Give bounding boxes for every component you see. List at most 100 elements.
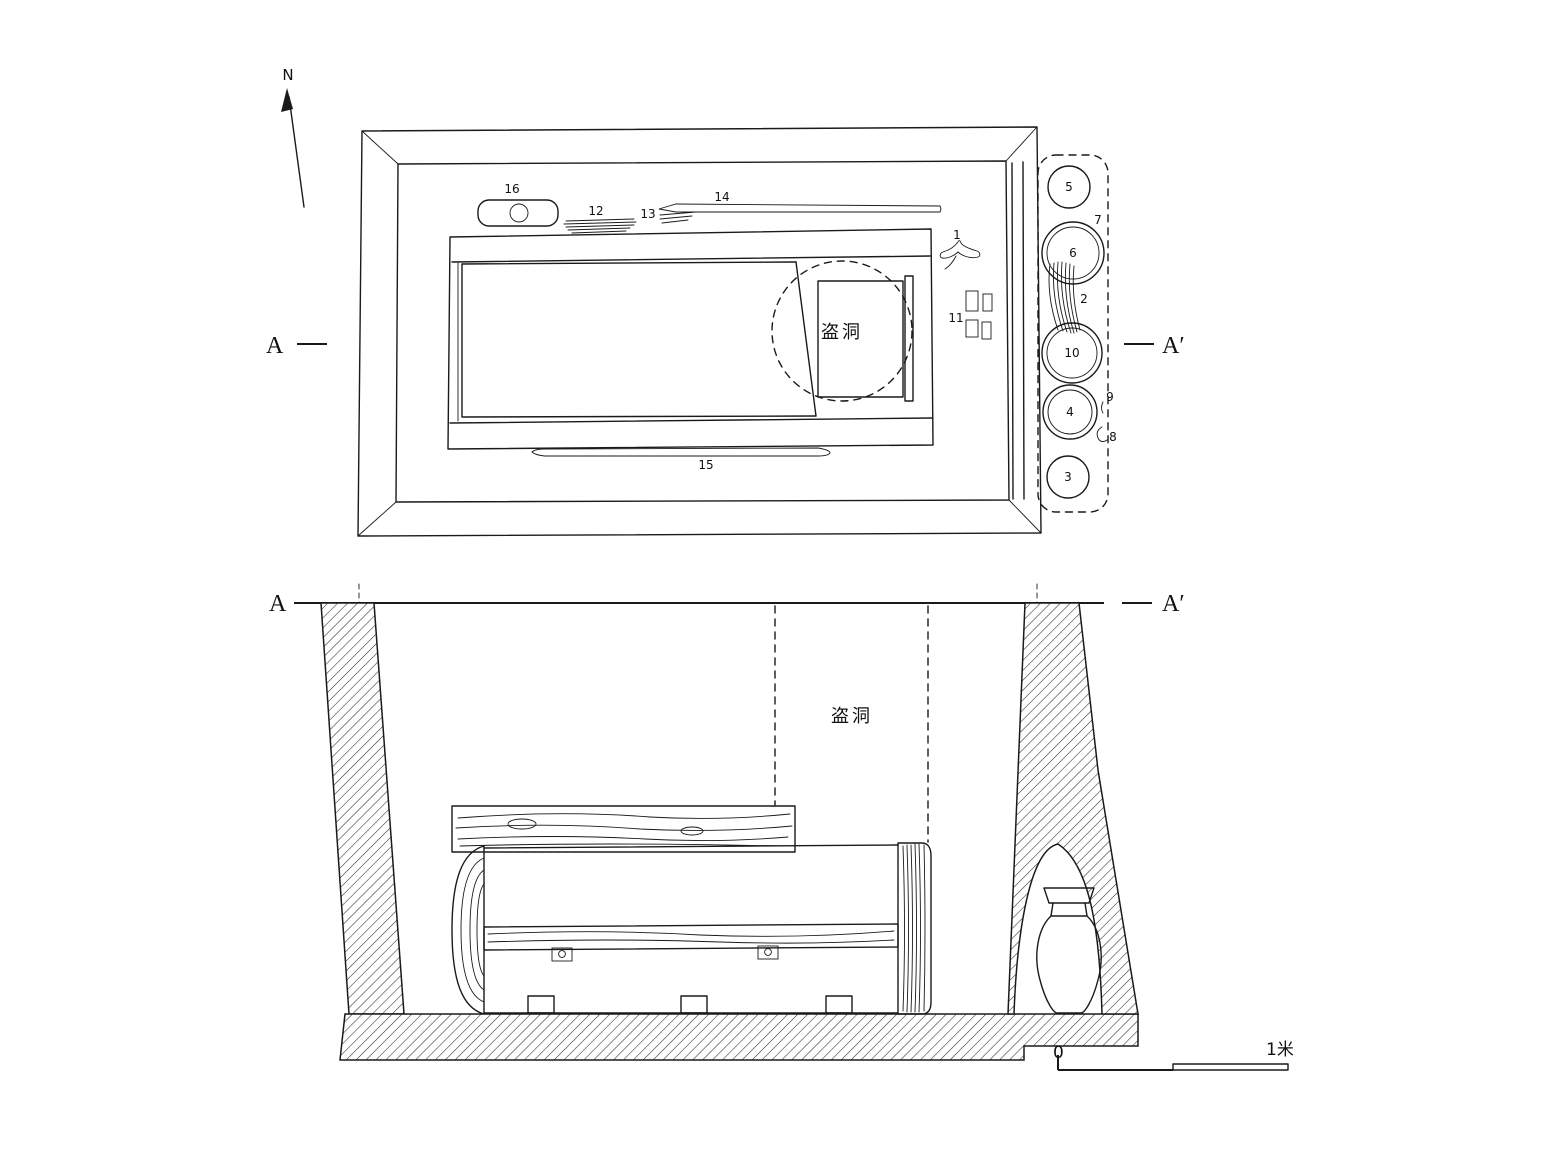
scale-zero-label: 0 [1053, 1043, 1064, 1063]
artifact-8-label: 8 [1109, 430, 1117, 444]
vessel-3-label: 3 [1064, 470, 1072, 484]
chamber-top-plank [451, 255, 931, 263]
scale-segment-right [1172, 1063, 1289, 1071]
chamber-bottom-plank [449, 417, 933, 424]
foot-2 [680, 995, 708, 1014]
coffin-break-line [795, 261, 817, 417]
artifact-12-shape [563, 218, 637, 234]
vessel-group: 5 7 6 2 10 4 9 8 [1037, 154, 1117, 513]
lid-plank-knot-1 [507, 818, 537, 830]
artifact-11-label: 11 [948, 311, 963, 325]
cleat-1-peg [558, 950, 566, 958]
disturbed-area [817, 280, 904, 398]
scale-meter-label: 1米 [1266, 1040, 1294, 1060]
vessel-10: 10 [1041, 322, 1103, 384]
coffin-end-board [904, 275, 914, 402]
plan-section-label-right: A′ [1162, 333, 1185, 359]
robber-hole-section: 盗洞 [774, 605, 929, 843]
cleat-1 [551, 947, 573, 962]
robber-hole-walls [774, 605, 929, 843]
artifact-1-label: 1 [953, 228, 961, 242]
cleat-2 [757, 945, 779, 960]
artifact-1-shape [939, 240, 981, 270]
artifact-14-shape [658, 203, 942, 213]
scale-bar: 0 1米 [1053, 1040, 1294, 1071]
pit-wall-right-with-niche [1007, 602, 1139, 1015]
coffin-section [451, 805, 932, 1015]
coffin-end-right [897, 842, 932, 1015]
plan-section-line: A A′ [266, 333, 1185, 359]
vessel-4-outline [1042, 384, 1098, 440]
coffin-end-right-grain [902, 843, 926, 1013]
vessel-4-label: 4 [1066, 405, 1074, 419]
burial-chamber [447, 228, 934, 450]
vessel-10-outline [1041, 322, 1103, 384]
coffin-end-left-rings [460, 857, 485, 1003]
section-label-left: A [269, 591, 287, 617]
artifact-1: 1 [939, 228, 981, 270]
artifact-11: 11 [948, 290, 993, 340]
artifact-12: 12 [563, 204, 637, 234]
artifact-15: 15 [531, 447, 831, 472]
cleat-2-peg [764, 948, 772, 956]
pot-body [1036, 915, 1102, 1014]
robber-hole-circle [771, 260, 913, 402]
vessel-5-label: 5 [1065, 180, 1073, 194]
artifact-11-piece-2 [982, 293, 993, 312]
vessel-4: 4 [1042, 384, 1098, 440]
artifact-16-label: 16 [504, 182, 519, 196]
pit-corner-lines [357, 126, 1042, 537]
artifact-8-shape [1096, 426, 1108, 443]
artifact-11-piece-1 [965, 290, 979, 312]
vessel-6-label: 6 [1069, 246, 1077, 260]
pit-floor [339, 1013, 1139, 1061]
lid-plank-outline [451, 805, 796, 853]
vessel-10-rim [1046, 327, 1098, 379]
coffin-top-edge [483, 844, 899, 849]
pit-frame [357, 126, 1042, 537]
vessel-group-boundary [1037, 154, 1109, 513]
artifact-16-detail [509, 203, 529, 223]
north-arrow-shaft [288, 96, 305, 208]
coffin-end-left [451, 845, 485, 1015]
section-view: A A′ [269, 583, 1185, 1061]
pit-section [320, 602, 1139, 1061]
vessel-10-label: 10 [1064, 346, 1079, 360]
lid-plank-grain [455, 813, 793, 847]
log-coffin [451, 842, 932, 1015]
chamber-outer [447, 228, 934, 450]
vessel-3: 3 [1046, 455, 1090, 499]
vessel-3-outline [1046, 455, 1090, 499]
pot-rim [1043, 887, 1095, 904]
chamber-lid-plank [451, 805, 796, 853]
artifact-7-label: 7 [1094, 213, 1102, 227]
artifact-13-label: 13 [640, 207, 655, 221]
robber-hole-label-section: 盗洞 [831, 706, 873, 727]
artifact-11-piece-3 [965, 319, 979, 338]
artifact-15-label: 15 [698, 458, 713, 472]
robber-hole-label-plan: 盗洞 [821, 322, 863, 343]
artifact-16: 16 [477, 182, 559, 227]
pit-wall-left [320, 602, 405, 1015]
robber-hole-plan: 盗洞 [771, 260, 913, 402]
plan-view: 盗洞 16 12 13 14 [266, 126, 1185, 537]
artifact-2-label: 2 [1080, 292, 1088, 306]
coffin-base-plank [483, 923, 899, 951]
artifact-14-label: 14 [714, 190, 729, 204]
pit-outer-edge [357, 126, 1042, 537]
east-ledge-lines [1011, 161, 1025, 500]
vessel-5-outline [1047, 165, 1091, 209]
foot-1 [527, 995, 555, 1014]
north-label: N [282, 66, 293, 84]
artifact-13: 13 [640, 207, 697, 224]
foot-3 [825, 995, 853, 1014]
vessel-5: 5 [1047, 165, 1091, 209]
coffin-cleats [551, 945, 779, 962]
section-label-right: A′ [1162, 591, 1185, 617]
artifact-12-label: 12 [588, 204, 603, 218]
coffin-feet [527, 995, 853, 1014]
lid-plank-knot-2 [680, 826, 704, 836]
north-arrow-head [281, 88, 293, 112]
artifact-15-shape [531, 447, 831, 457]
